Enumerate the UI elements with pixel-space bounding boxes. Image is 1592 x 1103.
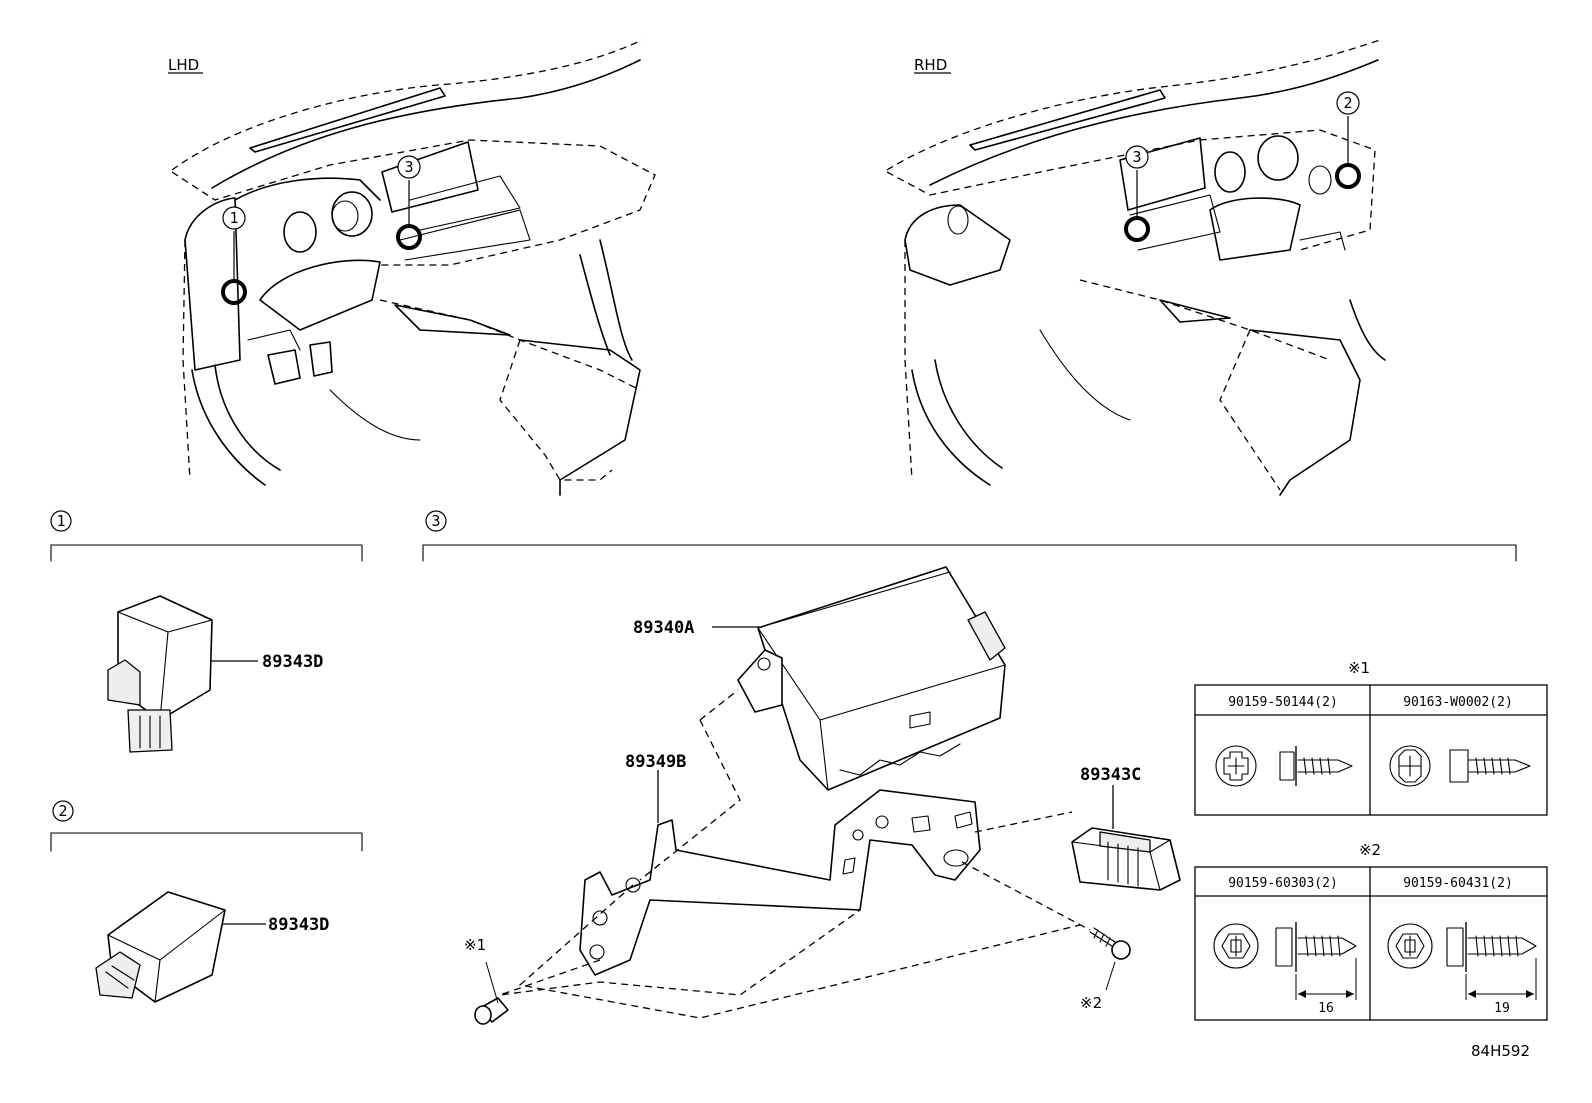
part-label-89340a: 89340A <box>633 618 694 638</box>
part-label-89343d-2: 89343D <box>268 915 329 935</box>
fastener-table-2-right-dimension: 19 <box>1494 1001 1510 1016</box>
section-2: 2 89343D <box>50 800 363 1003</box>
fastener-table-2: ※2 90159-60303(2) 90159-60431(2) 16 <box>1194 841 1548 1021</box>
fastener-table-2-right-part: 90159-60431(2) <box>1403 876 1513 891</box>
bracket-89349b <box>579 789 981 976</box>
section-3: 3 89340A 893 <box>422 510 1548 1025</box>
relay-89343d-tilted <box>95 891 226 1003</box>
section-1-number: 1 <box>56 512 65 530</box>
ecu-89340a <box>737 566 1006 791</box>
lhd-callout-1: 1 <box>229 209 238 227</box>
hex-screw-icon <box>1213 922 1357 1000</box>
fastener-table-1-left-part: 90159-50144(2) <box>1228 695 1338 710</box>
reference-code: 84H592 <box>1471 1042 1530 1060</box>
rhd-title: RHD <box>914 56 947 74</box>
rhd-callout-2: 2 <box>1343 94 1352 112</box>
fastener-table-2-title: ※2 <box>1359 841 1381 859</box>
screw-mark-2 <box>1089 927 1131 991</box>
relay-89343d-upright <box>107 595 213 753</box>
connector-89343c <box>1071 827 1181 891</box>
bolt-mark-1 <box>474 961 509 1025</box>
screw-icon <box>1215 745 1353 787</box>
rhd-dashboard-view: RHD 3 2 <box>886 39 1386 496</box>
fastener-table-1-title: ※1 <box>1348 659 1370 677</box>
lhd-title: LHD <box>168 56 199 74</box>
bolt-icon <box>1389 745 1531 787</box>
fastener-mark-2: ※2 <box>1080 994 1102 1012</box>
part-label-89343d-1: 89343D <box>262 652 323 672</box>
lhd-dashboard-view: LHD <box>168 39 656 496</box>
hex-screw-icon-long <box>1387 922 1537 1000</box>
fastener-table-2-left-dimension: 16 <box>1318 1001 1334 1016</box>
fastener-table-1-right-part: 90163-W0002(2) <box>1403 695 1513 710</box>
rhd-callout-3: 3 <box>1132 148 1141 166</box>
part-label-89343c: 89343C <box>1080 765 1141 785</box>
fastener-table-2-left-part: 90159-60303(2) <box>1228 876 1338 891</box>
fastener-mark-1: ※1 <box>464 936 486 954</box>
section-3-number: 3 <box>431 512 440 530</box>
fastener-table-1: ※1 90159-50144(2) 90163-W0002(2) <box>1194 659 1548 816</box>
section-1: 1 89343D <box>50 510 363 753</box>
lhd-callout-3: 3 <box>404 158 413 176</box>
section-2-number: 2 <box>58 802 67 820</box>
part-label-89349b: 89349B <box>625 752 686 772</box>
